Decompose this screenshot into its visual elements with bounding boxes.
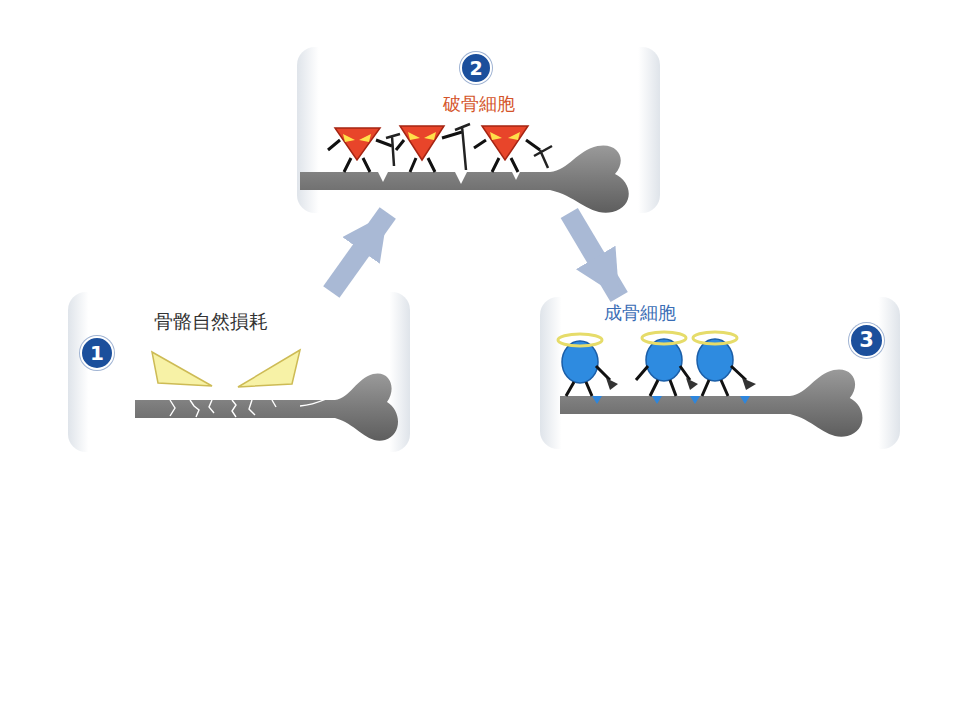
osteoblast-group (558, 332, 862, 437)
osteoclast-cell (396, 124, 470, 172)
panel-box: 1 骨骼自然損耗 (68, 292, 410, 452)
panel-ground (540, 297, 900, 449)
panel-title: 骨骼自然損耗 (154, 310, 268, 333)
bone-dents (378, 172, 520, 184)
panel-title: 破骨細胞 (443, 93, 515, 115)
panel-box: 2 破骨細胞 (297, 47, 660, 213)
eye-shape (152, 352, 212, 386)
osteoblast-cell (636, 332, 698, 396)
bone-fill-marks (592, 396, 750, 404)
osteoclast-cell (474, 126, 552, 172)
flow-arrow (331, 213, 387, 292)
eye-shape (238, 350, 300, 387)
callout-number: 2 (460, 52, 492, 84)
osteoclast-cell (328, 128, 400, 172)
panel-ground (297, 47, 660, 213)
flow-arrow (569, 213, 619, 297)
panel-title: 成骨細胞 (604, 302, 676, 324)
panel-ground (68, 292, 410, 452)
callout-number: 1 (80, 336, 114, 370)
callout-number: 3 (849, 323, 884, 358)
osteoblast-cell (558, 334, 618, 396)
worn-bone (135, 350, 398, 441)
panel-box: 3 成骨細胞 (540, 297, 900, 449)
panel-grounds (68, 47, 900, 452)
osteoclast-group (300, 124, 629, 213)
bone-cracks (170, 385, 350, 417)
osteoblast-cell (693, 332, 756, 396)
